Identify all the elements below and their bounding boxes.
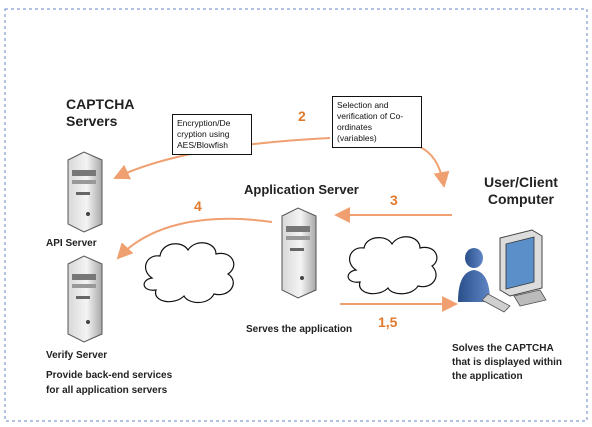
step-1-5-label: 1,5 [378,314,398,330]
api-server-label: API Server [46,238,97,249]
step-2-label: 2 [298,108,306,124]
step-4-label: 4 [194,198,202,214]
arrow-step-4 [116,217,273,260]
verify-server-icon [67,255,103,343]
client-computer-icon [481,229,547,313]
network-cloud-right [347,236,438,295]
user-person-icon [458,248,490,302]
application-server-icon [281,207,317,299]
api-server-icon [67,151,103,233]
step-3-label: 3 [390,192,398,208]
user-client-title: User/Client Computer [484,174,558,207]
captcha-servers-title: CAPTCHA Servers [66,96,135,129]
selection-note-box: Selection and verification of Co- ordina… [332,96,422,148]
arrow-selection-to-client [417,145,450,188]
serves-application-label: Serves the application [246,324,353,335]
verify-server-label: Verify Server [46,350,108,361]
solves-captcha-note: Solves the CAPTCHA that is displayed wit… [452,343,563,382]
network-cloud-left [143,242,235,304]
application-server-title: Application Server [244,182,359,197]
dashed-frame [4,8,588,422]
backend-services-note: Provide back-end services for all applic… [46,370,173,396]
encryption-note-box: Encryption/De cryption using AES/Blowfis… [172,114,252,155]
